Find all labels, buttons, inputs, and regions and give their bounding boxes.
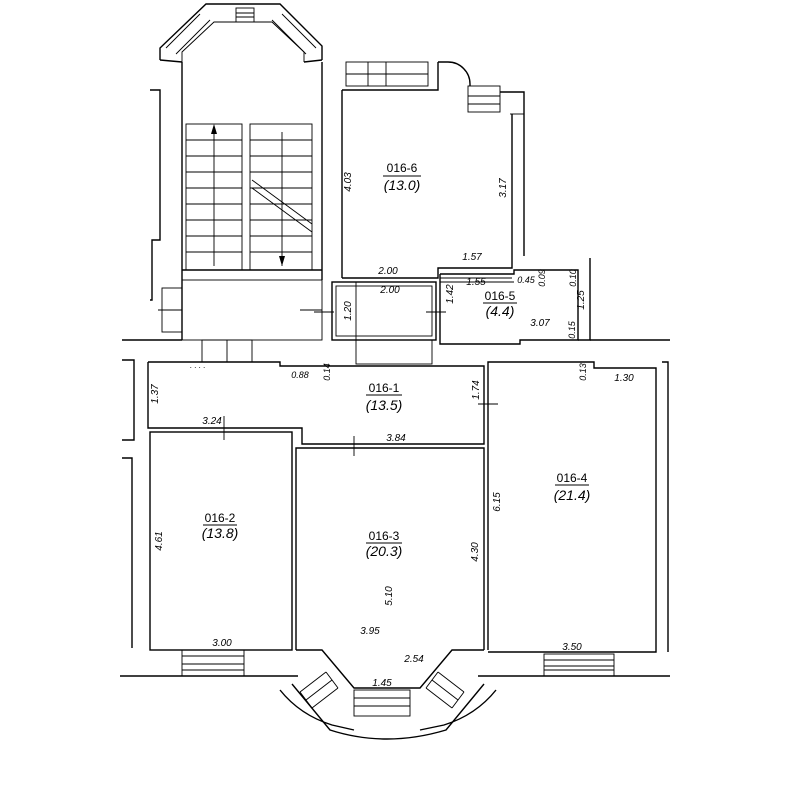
staircase xyxy=(150,3,323,363)
dim-r1-b: 0.14 xyxy=(322,363,332,381)
dim-r5-bottom: 3.07 xyxy=(530,318,550,329)
dim-r3-height: 4.30 xyxy=(470,542,481,562)
dim-r5-b: 0.09 xyxy=(537,269,547,287)
dim-r4-top: 1.30 xyxy=(614,373,634,384)
room-016-3: 016-3 (20.3) 4.30 5.10 3.95 2.54 1.45 xyxy=(279,447,497,740)
dim-r5-top: 1.55 xyxy=(466,277,486,288)
corridor-block: 2.00 1.20 xyxy=(314,281,446,365)
room-id-016-3: 016-3 xyxy=(369,529,400,543)
ellipsis: . . . . xyxy=(190,361,206,370)
dim-corr-height: 1.20 xyxy=(343,301,354,321)
building-walls xyxy=(120,339,670,677)
room-016-4: 016-4 (21.4) 0.13 1.30 6.15 3.50 xyxy=(487,361,657,677)
dim-r5-left: 1.42 xyxy=(445,284,456,304)
room-id-016-4: 016-4 xyxy=(557,471,588,485)
dim-r5-c: 0.10 xyxy=(568,269,578,287)
dim-r1-right: 1.74 xyxy=(471,380,482,400)
dim-r6-right: 3.17 xyxy=(498,178,509,198)
dim-r5-a: 0.45 xyxy=(517,275,536,285)
dim-r1-height: 1.37 xyxy=(150,384,161,404)
room-area-016-3: (20.3) xyxy=(366,543,403,559)
room-id-016-2: 016-2 xyxy=(205,511,236,525)
dim-corr-width: 2.00 xyxy=(379,285,400,296)
dim-r4-a: 0.13 xyxy=(578,363,588,381)
dim-r4-height: 6.15 xyxy=(492,492,503,512)
room-id-016-5: 016-5 xyxy=(485,289,516,303)
room-area-016-1: (13.5) xyxy=(366,397,403,413)
room-016-2: 016-2 (13.8) 4.61 3.00 xyxy=(149,431,293,677)
dim-r2-height: 4.61 xyxy=(154,531,165,550)
room-016-5: 016-5 (4.4) 1.42 1.55 0.45 0.09 0.10 1.2… xyxy=(439,258,591,345)
dim-r6-height: 4.03 xyxy=(343,172,354,192)
room-area-016-5: (4.4) xyxy=(486,303,515,319)
dim-r4-bottom: 3.50 xyxy=(562,642,582,653)
dim-r3-bay-window: 1.45 xyxy=(372,678,392,689)
dim-r3-bottom: 3.95 xyxy=(360,626,380,637)
room-area-016-2: (13.8) xyxy=(202,525,239,541)
room-016-1: . . . . 016-1 (13.5) 1.37 0.88 0.14 1.74… xyxy=(147,361,498,456)
dim-r1-bottom: 3.84 xyxy=(386,433,406,444)
dim-r6-bottom: 1.57 xyxy=(462,252,482,263)
room-area-016-6: (13.0) xyxy=(384,177,421,193)
room-id-016-1: 016-1 xyxy=(369,381,400,395)
room-area-016-4: (21.4) xyxy=(554,487,591,503)
dim-r3-bay: 2.54 xyxy=(403,654,424,665)
dim-r2-top: 3.24 xyxy=(202,416,222,427)
room-016-6: 016-6 (13.0) 4.03 3.17 1.57 2.00 xyxy=(341,61,525,279)
dim-r3-inner: 5.10 xyxy=(384,586,395,606)
dim-r2-bottom: 3.00 xyxy=(212,638,232,649)
dim-r6-base: 2.00 xyxy=(377,266,398,277)
dim-r1-a: 0.88 xyxy=(291,370,309,380)
room-id-016-6: 016-6 xyxy=(387,161,418,175)
dim-r5-d: 0.15 xyxy=(567,320,577,339)
dim-r5-right: 1.25 xyxy=(576,290,587,310)
